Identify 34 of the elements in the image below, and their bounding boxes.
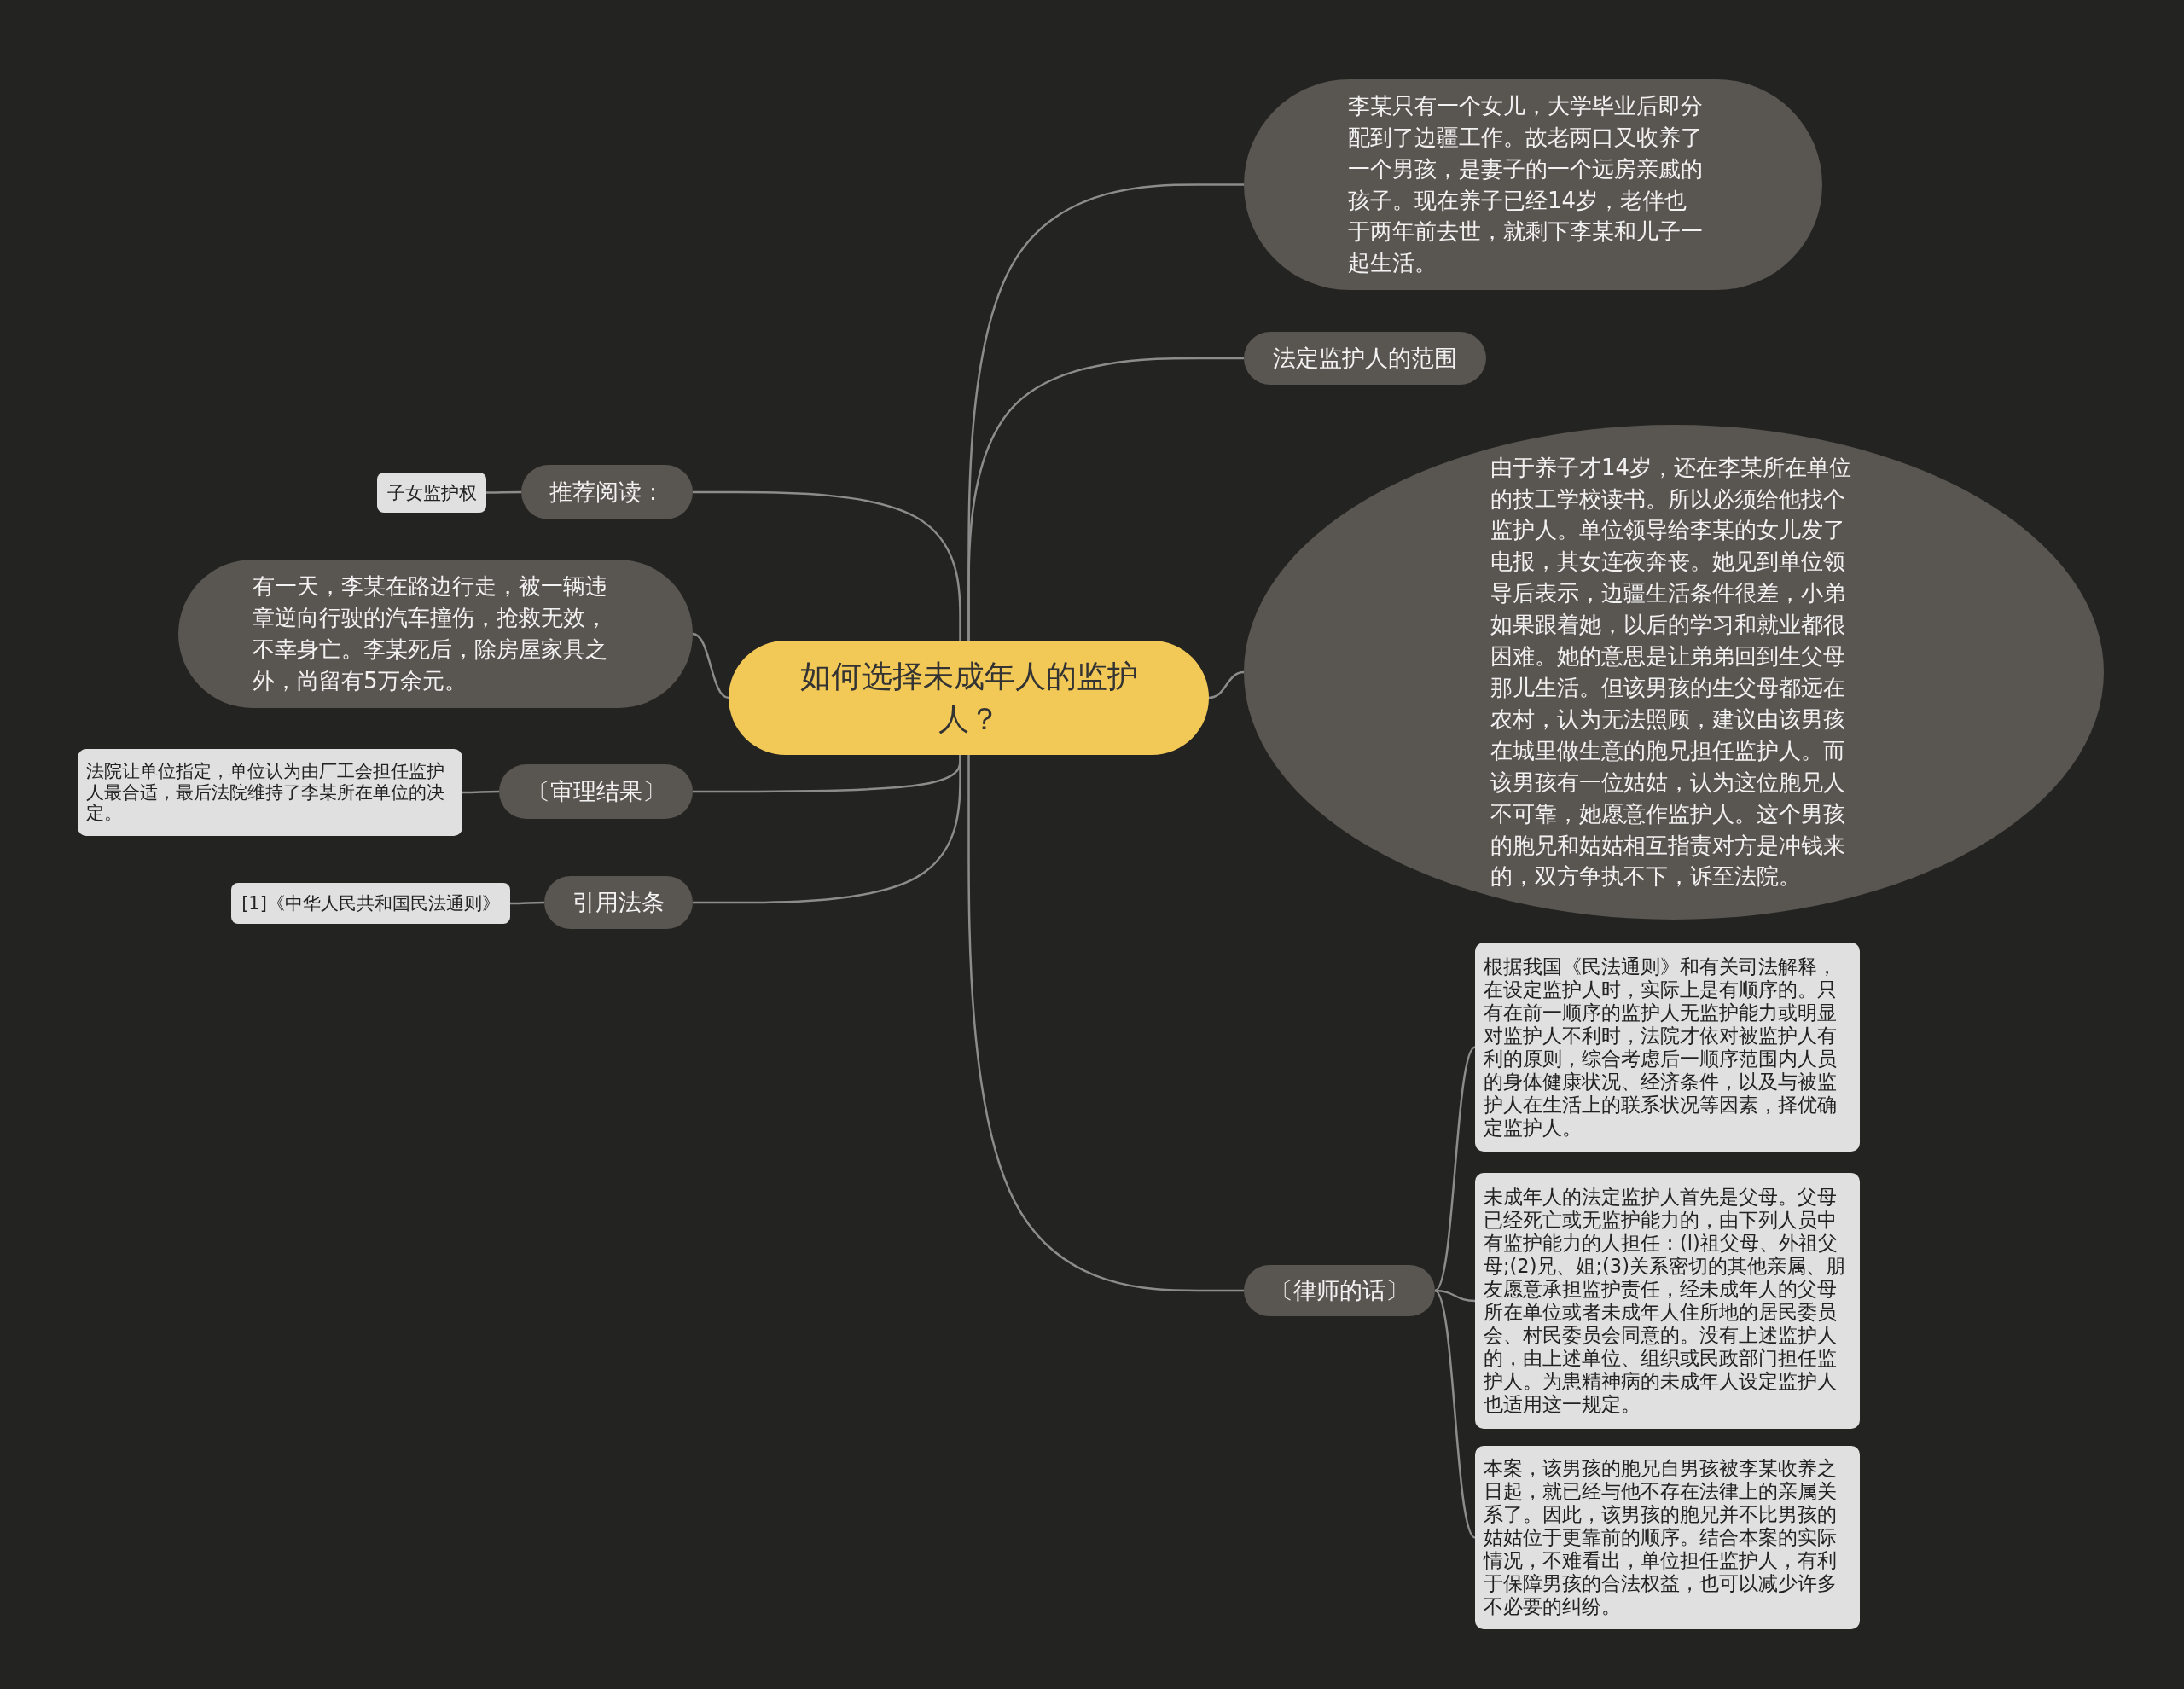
connector-line [1208, 670, 1245, 699]
connector-line [486, 490, 521, 494]
connector-line [967, 357, 1244, 641]
connector-line [1434, 1289, 1476, 1303]
note-card [1475, 1446, 1860, 1629]
node-text: 子女监护权 [386, 481, 477, 505]
node-text: 引用法条 [572, 888, 665, 917]
note-card [78, 749, 462, 836]
connector-line [1434, 1046, 1476, 1291]
connector-line [693, 490, 961, 641]
node-text: 法定监护人的范围 [1273, 344, 1457, 373]
node-text: 有一天，李某在路边行走，被一辆违章逆向行驶的汽车撞伤，抢救无效，不幸身亡。李某死后，除房屋家具之外，尚留有5万余元。 [253, 572, 608, 695]
note-card [1475, 1173, 1860, 1429]
node-text: 李某只有一个女儿，大学毕业后即分配到了边疆工作。故老两口又收养了一个男孩，是妻子的一个远房亲戚的孩子。现在养子已经14岁，老伴也于两年前去世，就剩下李某和儿子一起生活。 [1348, 91, 1704, 278]
connector-line [692, 632, 729, 699]
topic-pill [1244, 1265, 1435, 1316]
node-text: 法院让单位指定，单位认为由厂工会担任监护人最合适，最后法院维持了李某所在单位的决定。 [86, 761, 445, 824]
connector-line [967, 755, 1244, 1292]
node-text: 本案，该男孩的胞兄自男孩被李某收养之日起，就已经与他不存在法律上的亲属关系了。因此，该男孩的胞兄并不比男孩的姑姑位于更靠前的顺序。结合本案的实际情况，不难看出，单位担任监护人，有利于保障男孩的合法权益，也可以减少许多不必要的纠纷。 [1484, 1457, 1838, 1618]
connector-line [510, 901, 544, 905]
node-text: 推荐阅读： [549, 478, 665, 507]
node-text: 〔律师的话〕 [1270, 1276, 1409, 1305]
note-card [1475, 943, 1860, 1152]
note-card [377, 473, 486, 513]
topic-title: 如何选择未成年人的监护人？ [799, 657, 1139, 738]
connector-line [693, 755, 961, 904]
node-text: [1]《中华人民共和国民法通则》 [241, 892, 500, 915]
node-text: 由于养子才14岁，还在李某所在单位的技工学校读书。所以必须给他找个监护人。单位领导给李某的女儿发了电报，其女连夜奔丧。她见到单位领导后表示，边疆生活条件很差，小弟如果跟着她，以后的学习和就业都很困难。她的意思是让弟弟回到生父母那儿生活。但该男孩的生父母都远在农村，认为无法照顾，建议由该男孩在城里做生意的胞兄担任监护人。而该男孩有一位姑姑，认为这位胞兄人不可靠，她愿意作监护人。这个男孩的胞兄和姑姑相互指责对方是冲钱来的，双方争执不下，诉至法院。 [1490, 453, 1853, 891]
node-text: 未成年人的法定监护人首先是父母。父母已经死亡或无监护能力的，由下列人员中有监护能力的人担任：(l)祖父母、外祖父母;(2)兄、姐;(3)关系密切的其他亲属、朋友愿意承担监护责任，经未成年人的父母所在单位或者未成年人住所地的居民委员会、村民委员会同意的。没有上述监护人的，由上述单位、组织或民政部门担任监护人。为患精神病的未成年人设定监护人也适用这一规定。 [1484, 1186, 1846, 1416]
connector-line [462, 790, 499, 794]
node-text: 根据我国《民法通则》和有关司法解释，在设定监护人时，实际上是有顺序的。只有在前一顺序的监护人无监护能力或明显对监护人不利时，法院才依对被监护人有利的原则，综合考虑后一顺序范围内人员的身体健康状况、经济条件，以及与被监护人在生活上的联系状况等因素，择优确定监护人。 [1484, 955, 1838, 1140]
connector-line [1434, 1290, 1476, 1539]
note-card [231, 883, 510, 924]
node-text: 〔审理结果〕 [526, 777, 665, 806]
